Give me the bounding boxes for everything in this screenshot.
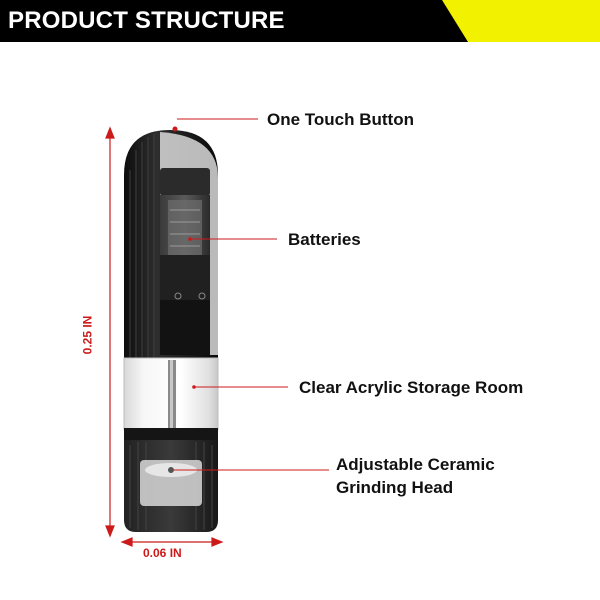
width-dimension-label: 0.06 IN xyxy=(143,546,182,560)
page-title: PRODUCT STRUCTURE xyxy=(8,7,285,34)
callout-grinding-head: Adjustable Ceramic Grinding Head xyxy=(336,455,495,497)
callout-one-touch-button: One Touch Button xyxy=(267,110,414,129)
one-touch-button-marker xyxy=(172,126,178,132)
callout-batteries: Batteries xyxy=(288,230,361,249)
callout-lines xyxy=(174,118,329,471)
callout-storage-room: Clear Acrylic Storage Room xyxy=(299,378,524,397)
clear-storage-room xyxy=(123,357,219,442)
height-dimension-label: 0.25 IN xyxy=(80,315,95,355)
header-accent-stripe xyxy=(442,0,600,42)
internal-module xyxy=(160,168,210,355)
dimension-lines xyxy=(105,126,224,547)
grinding-head-base xyxy=(124,428,218,532)
header-bar: PRODUCT STRUCTURE xyxy=(0,0,600,42)
